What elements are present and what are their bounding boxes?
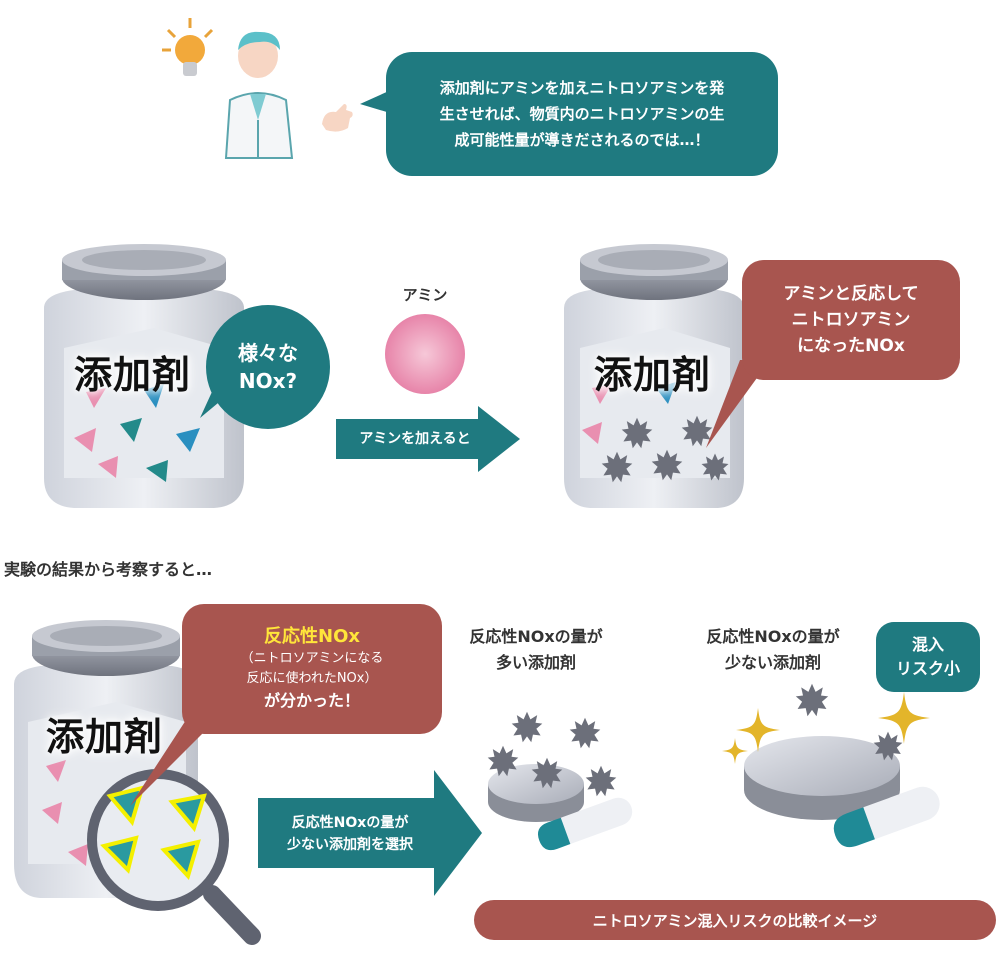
sparkle-icon xyxy=(722,738,748,764)
pink-triangle xyxy=(42,802,62,824)
highlighted-triangle xyxy=(100,835,139,874)
speech-line-2: 生させれば、物質内のニトロソアミンの生 xyxy=(439,105,725,123)
magnifying-glass xyxy=(87,769,261,945)
pink-triangle xyxy=(98,456,118,478)
highlighted-triangle xyxy=(168,793,207,833)
hand-icon xyxy=(322,104,353,132)
bubble-various-line1: 様々な xyxy=(238,341,298,365)
speech-bubble: 添加剤にアミンを加えニトロソアミンを発 生させれば、物質内のニトロソアミンの生 … xyxy=(386,52,778,176)
amine-label: アミン xyxy=(402,286,448,304)
arrow-select-label: 反応性NOxの量が 少ない添加剤を選択 xyxy=(260,812,440,856)
blue-triangle xyxy=(146,460,168,482)
many-nox-line2: 多い添加剤 xyxy=(495,653,576,672)
pink-triangle xyxy=(68,844,88,866)
lightbulb-icon xyxy=(162,18,214,76)
nox-starburst xyxy=(795,683,829,717)
many-nox-label: 反応性NOxの量が 多い添加剤 xyxy=(456,624,616,676)
bubble-various-nox: 様々な NOx? xyxy=(206,305,330,429)
bubble-reactive-nox: 反応性NOx （ニトロソアミンになる 反応に使われたNOx） が分かった！ xyxy=(182,604,442,734)
risk-bubble: 混入 リスク小 xyxy=(876,622,980,692)
pink-triangle xyxy=(592,384,612,404)
nox-starburst xyxy=(511,711,543,743)
few-nox-line1: 反応性NOxの量が xyxy=(706,627,840,646)
arrow-add-amine-label: アミンを加えると xyxy=(359,431,471,447)
highlighted-triangle xyxy=(106,785,145,827)
risk-line2: リスク小 xyxy=(895,659,960,678)
many-nox-line1: 反応性NOxの量が xyxy=(469,627,603,646)
jar-label-left: 添加剤 xyxy=(74,353,192,397)
amine-ball xyxy=(385,314,465,394)
additive-jar-left xyxy=(44,244,244,508)
speech-line-1: 添加剤にアミンを加えニトロソアミンを発 xyxy=(439,79,725,97)
tablet-few-nox xyxy=(722,683,940,848)
bubble-tail-reacted xyxy=(706,360,770,448)
bubble-reacted-nox: アミンと反応して ニトロソアミン になったNOx xyxy=(742,260,960,380)
pink-triangle xyxy=(46,760,66,782)
reactive-nox-tail: が分かった！ xyxy=(263,691,360,710)
arrow-select-additive xyxy=(258,770,482,896)
nox-starburst xyxy=(569,717,601,749)
tablet-many-nox xyxy=(487,711,633,851)
pink-triangle xyxy=(582,422,602,444)
reactive-nox-sub1: （ニトロソアミンになる xyxy=(240,651,384,666)
speech-line-3: 成可能性量が導きだされるのでは…！ xyxy=(454,131,710,149)
nox-starburst xyxy=(585,765,617,797)
blue-triangle xyxy=(656,382,676,404)
few-nox-label: 反応性NOxの量が 少ない添加剤 xyxy=(690,624,856,676)
comparison-footer-bar: ニトロソアミン混入リスクの比較イメージ xyxy=(474,900,996,940)
risk-line1: 混入 xyxy=(911,635,944,654)
arrow-add-amine xyxy=(336,406,520,472)
highlighted-triangle xyxy=(160,839,201,880)
section-heading: 実験の結果から考察すると… xyxy=(4,560,213,579)
pink-triangle xyxy=(86,388,106,408)
bubble-reacted-line1: アミンと反応して xyxy=(783,284,919,304)
bubble-tail-reactive xyxy=(130,720,216,806)
reactive-nox-sub2: 反応に使われたNOx） xyxy=(246,671,378,686)
jar-label-right: 添加剤 xyxy=(594,353,712,397)
pink-triangle xyxy=(74,428,96,452)
bubble-reacted-line2: ニトロソアミン xyxy=(791,310,911,330)
bubble-reacted-line3: になったNOx xyxy=(797,336,905,356)
blue-triangle xyxy=(144,384,164,408)
additive-jar-right xyxy=(564,244,744,508)
scientist-illustration xyxy=(224,31,294,159)
blue-triangle xyxy=(176,428,200,452)
reactive-nox-title: 反応性NOx xyxy=(264,626,360,647)
few-nox-line2: 少ない添加剤 xyxy=(724,653,821,672)
jar-label-bottom: 添加剤 xyxy=(46,715,164,759)
arrow-select-line2: 少ない添加剤を選択 xyxy=(287,837,413,853)
sparkle-icon xyxy=(878,692,930,744)
blue-triangle xyxy=(120,418,142,442)
bubble-various-line2: NOx? xyxy=(238,369,298,393)
arrow-select-line1: 反応性NOxの量が xyxy=(291,815,409,831)
